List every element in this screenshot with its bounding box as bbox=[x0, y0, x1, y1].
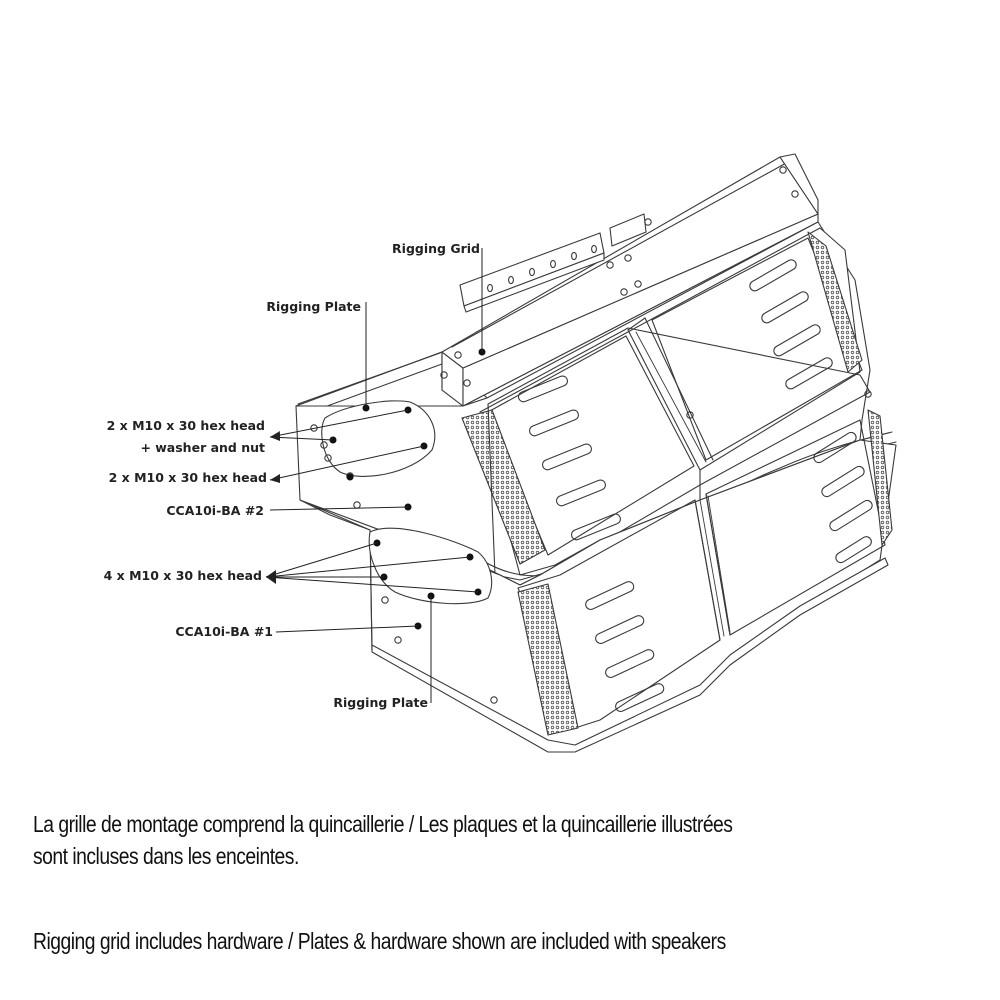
rigging-diagram: Rigging Grid Rigging Plate 2 x M10 x 30 … bbox=[104, 153, 897, 753]
grille-left-lower bbox=[517, 583, 579, 736]
grille-right-lower bbox=[867, 409, 893, 546]
rigging-grid-holes bbox=[440, 166, 799, 387]
label-rigging-plate-bottom: Rigging Plate bbox=[333, 695, 428, 710]
leader-arrowheads bbox=[266, 431, 280, 584]
rigging-grid-frame bbox=[295, 153, 819, 417]
grille-left-upper bbox=[461, 409, 546, 565]
vent-slots-lower-right bbox=[813, 431, 873, 564]
caption-french-line2: sont incluses dans les enceintes. bbox=[33, 843, 299, 869]
cabinet-side-holes bbox=[310, 390, 872, 704]
grille-right-upper bbox=[807, 231, 863, 373]
vent-slots-lower-left bbox=[585, 581, 665, 712]
label-bolts-hex-4: 4 x M10 x 30 hex head bbox=[104, 568, 262, 583]
label-bolts-washer-line1: 2 x M10 x 30 hex head bbox=[107, 418, 265, 433]
caption-english: Rigging grid includes hardware / Plates … bbox=[33, 928, 726, 954]
label-bolts-washer-line2: + washer and nut bbox=[140, 440, 265, 455]
caption-french: La grille de montage comprend la quincai… bbox=[33, 808, 733, 872]
vent-slots-upper-right bbox=[749, 259, 833, 390]
vent-slots-upper-left bbox=[517, 375, 622, 541]
label-speaker-1: CCA10i-BA #1 bbox=[175, 624, 273, 639]
caption-french-line1: La grille de montage comprend la quincai… bbox=[33, 811, 733, 837]
label-speaker-2: CCA10i-BA #2 bbox=[166, 503, 264, 518]
label-bolts-hex-2: 2 x M10 x 30 hex head bbox=[109, 470, 267, 485]
label-rigging-plate-top: Rigging Plate bbox=[266, 299, 361, 314]
leader-lines bbox=[265, 248, 483, 703]
label-rigging-grid: Rigging Grid bbox=[392, 241, 480, 256]
speaker-cabinet-1 bbox=[299, 419, 897, 753]
center-seam bbox=[635, 331, 731, 637]
rigging-plate-lower bbox=[368, 527, 493, 605]
